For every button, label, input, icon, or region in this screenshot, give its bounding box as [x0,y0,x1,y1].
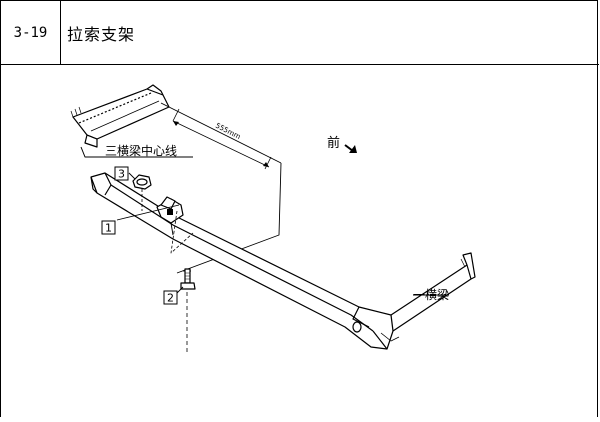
diagram-svg: 3 1 2 三横梁中心线 555mm 前 一横梁 [70,84,476,355]
callout-3: 3 [114,166,129,181]
svg-text:1: 1 [105,222,112,235]
third-crossbeam [70,84,170,148]
front-label: 前 [327,135,340,151]
centerline-label: 三横梁中心线 [105,143,177,158]
bracket-installation-diagram: 3 1 2 三横梁中心线 555mm 前 一横梁 [1,65,599,418]
nut-part-3 [132,174,152,211]
section-title: 拉索支架 [67,24,136,44]
svg-text:2: 2 [167,292,174,305]
callout-2: 2 [163,290,178,305]
bolt-part-2 [180,268,196,355]
svg-text:3: 3 [118,168,125,181]
centerline-leader [80,102,282,274]
crossbeam-label: 一横梁 [413,287,449,302]
header-row: 3-19 拉索支架 [1,1,599,65]
callout-1: 1 [101,220,116,235]
frame-rail [90,172,476,350]
front-arrow-icon [344,144,357,153]
section-number: 3-19 [1,1,61,64]
callout-leaders [116,172,194,294]
